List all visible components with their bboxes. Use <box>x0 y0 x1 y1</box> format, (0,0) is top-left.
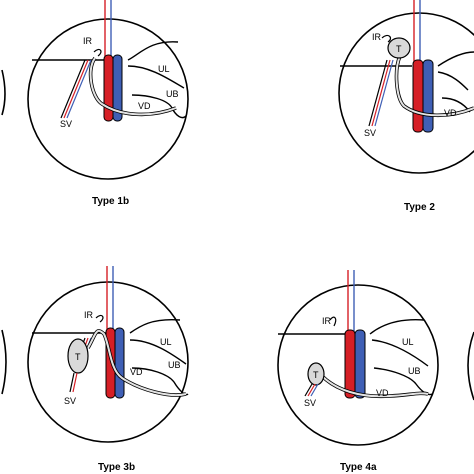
label-vd: VD <box>444 108 457 118</box>
vein <box>112 54 123 122</box>
panel-type-2: T IR SV VD Type 2 <box>338 0 474 213</box>
artery <box>103 54 114 122</box>
artery <box>344 329 356 399</box>
label-ub: UB <box>408 366 421 376</box>
panel-circle <box>338 12 474 174</box>
panel-caption: Type 3b <box>98 462 135 473</box>
spermatic-vessel-black <box>60 59 86 119</box>
neighbour-circle-arc <box>467 331 474 401</box>
peritoneum-line <box>32 318 181 334</box>
neighbour-circle-arc <box>1 69 6 116</box>
testis <box>67 338 89 374</box>
label-sv: SV <box>64 396 76 406</box>
inguinal-ring <box>329 316 337 327</box>
artery <box>412 59 424 133</box>
label-ir: IR <box>372 32 382 42</box>
spermatic-vessel-red <box>63 59 89 119</box>
inguinal-ring <box>95 314 104 323</box>
vein <box>114 327 125 399</box>
vein <box>354 329 366 399</box>
label-ir: IR <box>322 316 332 326</box>
testis <box>387 37 411 59</box>
spermatic-vessel-blue <box>66 59 92 119</box>
vas-deferens <box>394 55 474 118</box>
label-t: T <box>396 44 402 54</box>
label-vd: VD <box>138 101 151 111</box>
label-ir: IR <box>84 310 94 320</box>
panel-circle <box>27 281 189 443</box>
label-ul: UL <box>158 64 170 74</box>
label-sv: SV <box>60 119 72 129</box>
label-sv: SV <box>364 128 376 138</box>
panel-caption: Type 2 <box>404 202 435 213</box>
label-ir: IR <box>83 36 93 46</box>
label-sv: SV <box>304 398 316 408</box>
panel-caption: Type 1b <box>92 196 129 207</box>
panel-type-3b: T IR SV UL UB VD Type 3b <box>1 266 189 473</box>
label-ul: UL <box>402 337 414 347</box>
spermatic-vessel-red <box>371 59 391 127</box>
inguinal-ring <box>93 48 102 57</box>
label-t: T <box>75 352 81 362</box>
spermatic-vessel-blue <box>374 59 394 127</box>
label-ul: UL <box>160 337 172 347</box>
bladder-outline <box>371 339 433 396</box>
panel-caption: Type 4a <box>340 462 377 473</box>
panel-circle <box>277 284 439 446</box>
label-t: T <box>313 370 319 380</box>
label-ub: UB <box>166 89 179 99</box>
vein <box>422 59 434 133</box>
neighbour-circle-arc <box>1 329 7 395</box>
label-ub: UB <box>168 360 181 370</box>
label-vd: VD <box>130 367 143 377</box>
panel-type-4a: T IR SV UL UB VD Type 4a <box>277 270 474 473</box>
label-vd: VD <box>376 388 389 398</box>
spermatic-vessel-black <box>368 59 388 127</box>
peritoneum-line <box>278 318 425 335</box>
bladder-outline <box>437 71 471 113</box>
panel-type-1b: IR SV UL UB VD Type 1b <box>1 0 189 207</box>
panel-circle <box>27 18 189 180</box>
inguinal-ring <box>381 34 392 43</box>
peritoneum-line <box>340 51 474 67</box>
testis <box>307 362 325 386</box>
